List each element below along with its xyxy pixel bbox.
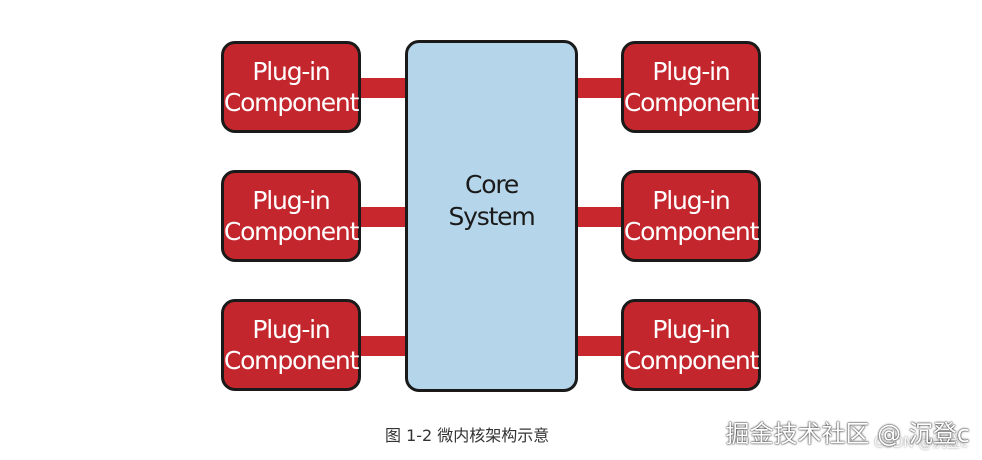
connector-left-3	[358, 336, 408, 356]
plugin-component-right-bottom: Plug-in Component	[621, 299, 761, 391]
plugin-label-line1: Plug-in	[252, 57, 330, 86]
core-label-line1: Core	[464, 170, 519, 199]
connector-left-2	[358, 207, 408, 227]
watermark: 掘金技术社区 @ 沉登c	[725, 420, 970, 448]
plugin-label-line2: Component	[223, 88, 360, 117]
plugin-label-line2: Component	[223, 217, 360, 246]
plugin-label-line2: Component	[623, 88, 760, 117]
figure-caption: 图 1-2 微内核架构示意	[385, 426, 550, 445]
plugin-label-line1: Plug-in	[652, 57, 730, 86]
connector-left-1	[358, 78, 408, 98]
plugin-component-right-top: Plug-in Component	[621, 41, 761, 133]
plugin-component-left-top: Plug-in Component	[221, 41, 361, 133]
plugin-component-right-middle: Plug-in Component	[621, 170, 761, 262]
plugin-component-left-middle: Plug-in Component	[221, 170, 361, 262]
plugin-label-line1: Plug-in	[252, 186, 330, 215]
core-system: Core System	[405, 40, 578, 392]
core-label-line2: System	[448, 202, 535, 231]
plugin-label-line1: Plug-in	[252, 315, 330, 344]
watermark-secondary: CSDN @沉登c	[873, 435, 968, 451]
connector-right-2	[575, 207, 625, 227]
plugin-label-line1: Plug-in	[652, 315, 730, 344]
connector-right-3	[575, 336, 625, 356]
plugin-label-line1: Plug-in	[652, 186, 730, 215]
plugin-component-left-bottom: Plug-in Component	[221, 299, 361, 391]
connector-right-1	[575, 78, 625, 98]
plugin-label-line2: Component	[223, 346, 360, 375]
plugin-label-line2: Component	[623, 346, 760, 375]
plugin-label-line2: Component	[623, 217, 760, 246]
